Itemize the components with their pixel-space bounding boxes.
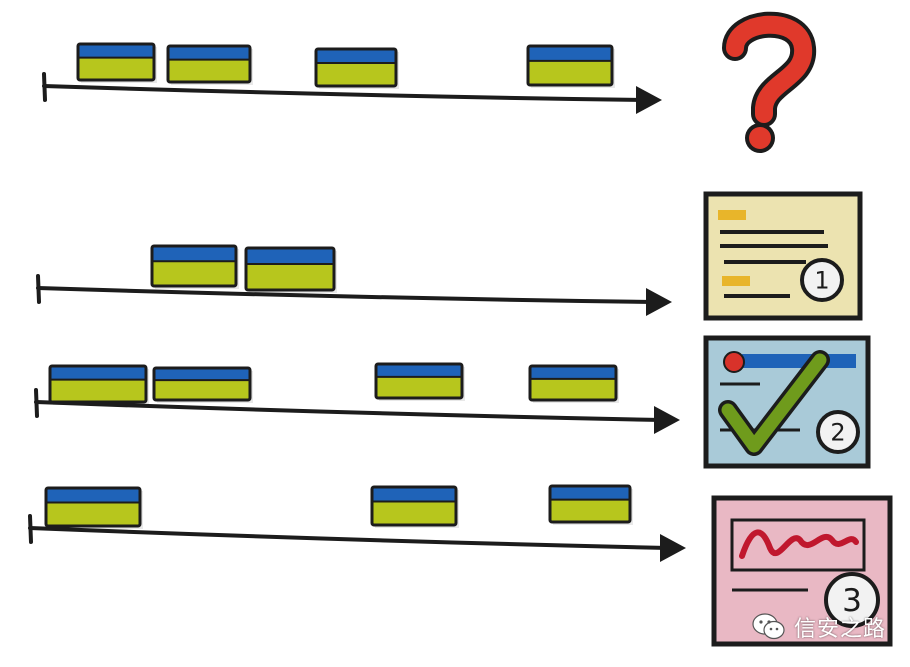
watermark-text: 信安之路: [794, 617, 887, 642]
wechat-icon: [752, 613, 785, 640]
block-bottom-band: [550, 499, 630, 522]
timeline-unordered-block: [76, 42, 157, 83]
block-bottom-band: [154, 380, 250, 400]
timeline-2-badge-number: 2: [830, 418, 845, 446]
block-top-band: [316, 49, 396, 64]
block-bottom-band: [376, 376, 462, 398]
card-header-bar: [742, 354, 856, 368]
timeline-3-card: 3: [711, 495, 893, 647]
timeline-2-axis-arrowhead: [654, 406, 680, 434]
question-mark-icon: [722, 11, 816, 153]
timeline-2-block: [48, 364, 149, 405]
block-top-band: [154, 368, 250, 381]
block-outline: [374, 362, 464, 400]
timeline-1-block: [244, 246, 337, 293]
blocks-layer: [44, 42, 633, 529]
block-outline: [76, 42, 156, 82]
timeline-unordered-axis-line: [42, 84, 646, 102]
block-outline: [528, 364, 618, 402]
block-top-band: [528, 46, 612, 61]
timeline-3-badge-circle: [824, 572, 880, 628]
block-top-band: [46, 488, 140, 503]
timeline-3-axis-arrowhead: [660, 534, 686, 562]
block-outline: [150, 244, 238, 288]
markers-layer: 1 2 3: [703, 11, 893, 647]
timeline-2-axis-start-tick: [34, 388, 39, 418]
timeline-3-badge-number: 3: [842, 583, 862, 619]
block-outline: [166, 44, 252, 84]
block-top-band: [550, 486, 630, 500]
timeline-3-block: [548, 484, 633, 525]
timeline-unordered-axis-arrowhead: [636, 86, 662, 114]
timeline-1-axis-line: [36, 286, 656, 304]
timeline-1-badge-circle: [800, 258, 844, 302]
timeline-2-block: [374, 362, 465, 401]
timeline-2-block: [528, 364, 619, 403]
wave-line-icon: [739, 529, 859, 559]
card-red-dot: [723, 351, 745, 373]
timeline-1-axis-start-tick: [36, 274, 41, 304]
block-outline: [370, 485, 458, 527]
block-top-band: [168, 46, 250, 60]
timeline-3-block: [370, 485, 459, 528]
block-top-band: [50, 366, 146, 380]
timeline-1-card: 1: [703, 191, 863, 321]
timeline-unordered-block: [526, 44, 615, 88]
card-accent-bar: [722, 276, 750, 286]
block-bottom-band: [246, 263, 334, 290]
axes-layer: [28, 72, 686, 562]
block-bottom-band: [50, 379, 146, 402]
block-bottom-band: [528, 60, 612, 85]
timeline-unordered-block: [166, 44, 253, 85]
timeline-unordered-axis-start-tick: [42, 72, 47, 102]
block-bottom-band: [152, 261, 236, 286]
timeline-1-badge-number: 1: [814, 266, 829, 294]
timeline-unordered-block: [314, 47, 399, 89]
block-bottom-band: [168, 59, 250, 82]
question-mark-dot: [749, 127, 771, 149]
block-outline: [548, 484, 632, 524]
block-outline: [314, 47, 398, 88]
block-bottom-band: [46, 502, 140, 526]
block-outline: [44, 486, 142, 528]
block-bottom-band: [78, 57, 154, 80]
timeline-2-axis-line: [34, 400, 664, 422]
block-top-band: [246, 248, 334, 264]
block-top-band: [372, 487, 456, 502]
timeline-3-block: [44, 486, 143, 529]
question-mark-stroke: [726, 15, 813, 123]
block-outline: [152, 366, 252, 402]
block-bottom-band: [372, 501, 456, 525]
block-top-band: [376, 364, 462, 377]
block-top-band: [530, 366, 616, 379]
timeline-1-block: [150, 244, 239, 289]
timeline-2-block: [152, 366, 253, 403]
timeline-3-axis-start-tick: [28, 514, 33, 544]
block-outline: [48, 364, 148, 404]
block-outline: [526, 44, 614, 87]
card-accent-bar: [718, 210, 746, 220]
card-chart-box: [730, 518, 866, 572]
block-outline: [244, 246, 336, 292]
block-top-band: [152, 246, 236, 262]
timeline-2-card: 2: [703, 335, 871, 469]
check-icon: [721, 353, 827, 453]
timeline-2-badge-circle: [816, 410, 860, 454]
block-bottom-band: [530, 378, 616, 400]
timeline-1-axis-arrowhead: [646, 288, 672, 316]
block-bottom-band: [316, 63, 396, 86]
watermark: 信安之路: [752, 610, 886, 644]
block-top-band: [78, 44, 154, 58]
timeline-3-axis-line: [28, 526, 670, 550]
